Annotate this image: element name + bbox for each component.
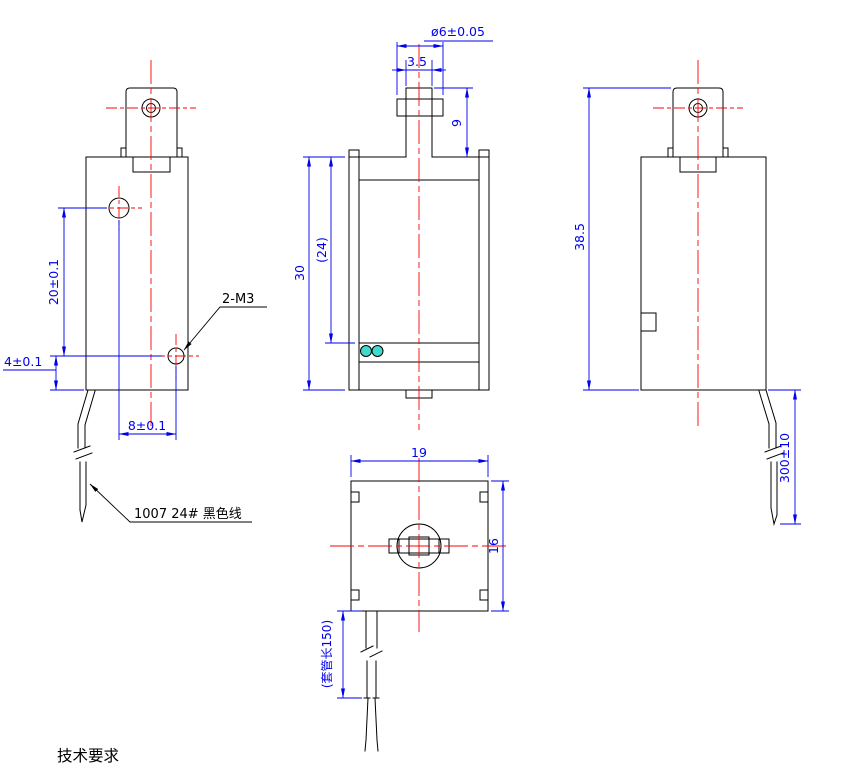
lead-wire-tip <box>770 461 778 526</box>
tech-requirements-heading: 技术要求 <box>57 747 119 765</box>
extension-lines-sleeve <box>337 610 362 699</box>
front-view-callouts: 2-M3 1007 24# 黑色线 <box>89 292 267 523</box>
dim-text-hole-pitch-h: 8±0.1 <box>128 418 166 433</box>
front-view-centerlines <box>96 60 199 430</box>
plunger-collar <box>396 98 444 117</box>
dim-text-window-height: (24) <box>314 237 329 263</box>
extension-lines-bottom <box>118 220 177 440</box>
extension-lines-width <box>350 455 489 477</box>
wire-note-text: 1007 24# 黑色线 <box>134 506 242 522</box>
frame-top-tabs <box>348 149 490 158</box>
front-view-dimensions: 20±0.1 4±0.1 8±0.1 <box>3 207 177 440</box>
thread-leader <box>183 306 267 351</box>
body-outline <box>640 156 767 391</box>
center-view: ø6±0.05 3.5 9 30 (24) <box>292 24 493 430</box>
plunger-head-outline <box>125 87 178 158</box>
center-view-dimensions: ø6±0.05 3.5 9 30 (24) <box>292 24 493 391</box>
lead-wire-tip <box>79 461 87 523</box>
plunger-center-square <box>408 536 430 556</box>
head-body-step <box>132 156 171 173</box>
plunger-head-flange <box>667 147 729 158</box>
lead-wire-upper <box>77 389 96 449</box>
sleeve-break <box>360 645 383 658</box>
dim-text-overall-height: 38.5 <box>572 223 587 251</box>
notes: 技术要求 <box>57 747 119 765</box>
lead-wire-break <box>764 445 784 460</box>
dim-text-flange-dia: ø6±0.05 <box>431 24 485 39</box>
dim-text-frame-height: 30 <box>292 265 307 281</box>
frame-inner-walls <box>358 156 480 391</box>
base-outline <box>350 480 489 612</box>
coil-terminal-right <box>371 345 384 357</box>
bottom-view-outline <box>350 480 489 752</box>
dim-text-width: 19 <box>411 445 427 460</box>
head-body-step <box>679 156 717 173</box>
dim-text-depth: 16 <box>486 538 501 554</box>
coil-terminal-left <box>360 345 372 357</box>
dim-text-bottom-offset: 4±0.1 <box>4 354 42 369</box>
dim-text-hole-pitch-v: 20±0.1 <box>46 259 61 305</box>
side-view-outline <box>640 87 784 526</box>
side-notch <box>640 312 657 332</box>
front-view: 20±0.1 4±0.1 8±0.1 2-M3 1007 24# 黑色线 <box>3 60 267 523</box>
plunger-head-flange <box>120 147 183 158</box>
lead-wire-upper <box>758 389 777 449</box>
bottom-view: 19 16 (套管长150) <box>319 445 509 752</box>
side-view-centerlines <box>653 60 743 430</box>
extension-lines-overall <box>583 87 671 391</box>
bottom-view-centerlines <box>330 458 508 632</box>
extension-lines-pin <box>405 60 433 86</box>
edge-notches <box>350 491 489 601</box>
frame-outline <box>348 156 490 391</box>
front-view-outline <box>73 87 189 523</box>
bottom-view-dimensions: 19 16 (套管长150) <box>319 445 509 699</box>
dim-text-sleeve: (套管长150) <box>319 620 334 688</box>
side-view: 38.5 300±10 <box>572 60 801 526</box>
extension-lines-left <box>50 207 162 391</box>
extension-lines-depth <box>491 480 509 612</box>
dim-text-lead-length: 300±10 <box>777 433 792 483</box>
lead-wire-break <box>73 445 93 460</box>
side-view-dimensions: 38.5 300±10 <box>572 87 801 525</box>
wire-leader <box>89 483 252 523</box>
dim-text-protrusion: 9 <box>449 119 464 127</box>
thread-callout-text: 2-M3 <box>222 292 254 307</box>
wire-conductors <box>364 697 379 752</box>
dim-text-pin: 3.5 <box>407 54 427 69</box>
sleeve-lower <box>363 660 380 699</box>
body-outline <box>85 156 189 391</box>
sleeve-upper <box>365 610 378 649</box>
